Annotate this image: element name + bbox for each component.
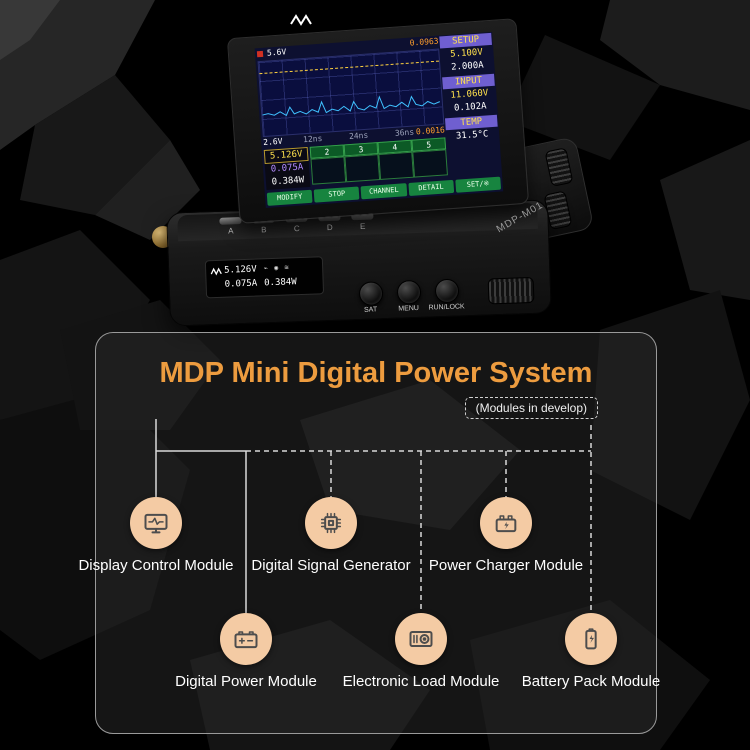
- softkey-stop: STOP: [313, 186, 360, 203]
- channel-power: 0.384W: [271, 175, 305, 188]
- softkey-set: SET/※: [455, 176, 502, 193]
- temp-value: 31.5°C: [455, 129, 489, 142]
- status-sample: 0.0963: [409, 36, 439, 48]
- module-power-charger: Power Charger Module: [426, 497, 586, 576]
- channel-grid: 2 3 4 5: [309, 137, 448, 186]
- module-digital-power: Digital Power Module: [166, 613, 326, 692]
- charger-icon: [480, 497, 532, 549]
- record-indicator-icon: [256, 50, 264, 58]
- grid-cell: [310, 156, 347, 185]
- device-photo: MENU VALUE A B C D E 5.126V ⌁ ◉ ≋: [0, 0, 750, 340]
- oled-line2: 0.075A 0.384W: [224, 276, 319, 290]
- waveform-plot: [257, 48, 445, 138]
- encoder-wheel: [487, 276, 535, 305]
- module-label: Display Control Module: [78, 557, 234, 574]
- device-body: A B C D E 5.126V ⌁ ◉ ≋ 0.075A 0.384W: [166, 199, 552, 327]
- port-label: B: [260, 225, 267, 235]
- oled-display: 5.126V ⌁ ◉ ≋ 0.075A 0.384W: [204, 256, 325, 299]
- oled-status-icons: ⌁ ◉ ≋: [263, 263, 290, 273]
- channel-readout: 5.126V 0.075A 0.384W: [263, 146, 311, 190]
- oled-line1: 5.126V ⌁ ◉ ≋: [224, 262, 318, 275]
- grid-cell: [412, 149, 448, 178]
- timebase-tick: 12ns: [302, 133, 323, 145]
- oled-current: 0.075A: [224, 278, 258, 290]
- port-label: C: [293, 224, 300, 234]
- develop-note: (Modules in develop): [464, 397, 598, 419]
- timebase-left: 2.6V: [262, 136, 283, 148]
- battery-icon: [220, 613, 272, 665]
- grid-cell: [344, 154, 381, 183]
- module-label: Digital Power Module: [175, 673, 317, 690]
- grid-cell: [378, 151, 415, 180]
- oled-power: 0.384W: [263, 277, 297, 289]
- load-icon: [395, 613, 447, 665]
- module-display-control: Display Control Module: [76, 497, 236, 576]
- module-battery-pack: Battery Pack Module: [511, 613, 671, 692]
- timebase-right: 0.0016: [415, 125, 446, 137]
- oled-voltage: 5.126V: [224, 264, 257, 276]
- brand-logo-icon: [210, 267, 222, 276]
- port-label: D: [326, 222, 333, 233]
- connector-lines: [155, 419, 592, 613]
- port-label: E: [359, 221, 366, 231]
- module-label: Battery Pack Module: [521, 673, 661, 690]
- module-electronic-load: Electronic Load Module: [341, 613, 501, 692]
- lcd-sidebar: SETUP 5.100V 2.000A INPUT 11.060V 0.102A…: [439, 32, 498, 144]
- softkey-modify: MODIFY: [266, 189, 313, 206]
- module-label: Digital Signal Generator: [251, 557, 411, 574]
- brand-logo-icon: [290, 14, 312, 26]
- chip-icon: [305, 497, 357, 549]
- menu-knob: [396, 279, 422, 305]
- timebase-tick: 36ns: [394, 127, 415, 138]
- screen-bezel: 5.6V 0.0963 SETUP 5.100V 2.000A INPUT 11…: [226, 18, 530, 224]
- display-icon: [130, 497, 182, 549]
- status-voltage: 5.6V: [266, 47, 287, 58]
- run-lock-knob-label: RUN/LOCK: [428, 303, 465, 312]
- port-label: A: [227, 226, 234, 236]
- module-signal-generator: Digital Signal Generator: [251, 497, 411, 576]
- info-panel: MDP Mini Digital Power System (Modules i…: [78, 332, 660, 734]
- softkey-channel: CHANNEL: [360, 183, 407, 200]
- module-label: Power Charger Module: [428, 557, 584, 574]
- page-title: MDP Mini Digital Power System: [159, 357, 593, 389]
- menu-dial: [544, 147, 574, 188]
- lcd-screen: 5.6V 0.0963 SETUP 5.100V 2.000A INPUT 11…: [254, 31, 504, 209]
- timebase-tick: 24ns: [348, 130, 369, 142]
- port-slot: [219, 217, 242, 225]
- battery-pack-icon: [565, 613, 617, 665]
- module-label: Electronic Load Module: [342, 673, 500, 690]
- run-lock-knob: [434, 278, 460, 304]
- sat-knob: [358, 281, 384, 307]
- current-trace: [262, 95, 440, 117]
- softkey-detail: DETAIL: [408, 179, 455, 197]
